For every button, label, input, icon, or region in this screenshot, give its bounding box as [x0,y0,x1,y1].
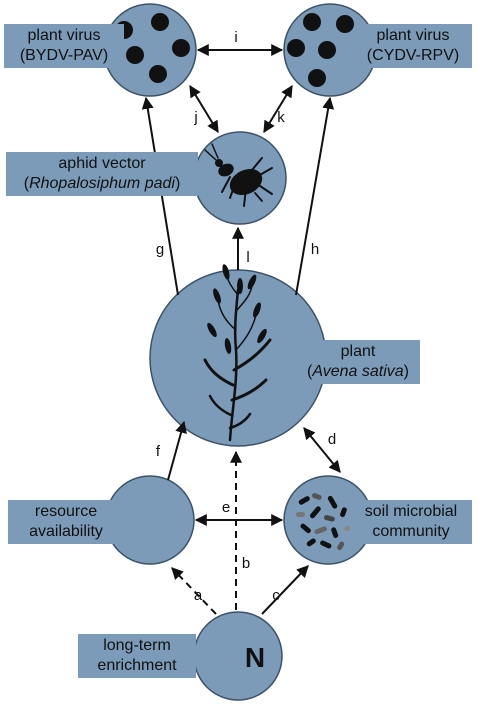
virus-pav-label: plant virus (BYDV-PAV) [4,24,124,68]
resource-label-line2: availability [29,523,103,540]
edge-j-arrow [189,84,219,134]
aphid-label-line1: aphid vector [58,155,146,172]
edge-c-arrow [261,565,309,615]
edge-i-label: i [234,29,237,46]
aphid-silhouette-icon [204,143,273,207]
edge-j-label: j [193,109,197,126]
microbe-cluster-icon [296,493,354,551]
edge-f-arrow [167,420,187,481]
edge-k-arrow [263,84,293,134]
virus-pav-label-line2: (BYDV-PAV) [19,47,109,64]
nitrogen-symbol: N [245,642,265,673]
edge-b-label: b [242,555,250,572]
edge-g-arrow [141,96,179,296]
aphid-species-name: Rhopalosiphum padi [29,175,175,192]
virus-rpv-label-line2: (CYDV-RPV) [366,47,460,64]
aphid-label-line2: (Rhopalosiphum padi) [12,174,192,194]
edge-l-label: l [246,249,249,266]
oat-plant-silhouette-icon [203,264,272,442]
aphid-label-paren-open: ( [23,175,30,192]
nitrogen-label: long-term enrichment [78,634,196,678]
plant-species-name: Avena sativa [312,363,404,380]
edge-h-arrow [295,96,335,296]
plant-label: plant (Avena sativa) [296,340,420,384]
nitrogen-label-line1: long-term [103,637,171,654]
edge-a-label: a [194,587,203,604]
soil-label-line2: community [372,523,450,540]
nitrogen-label-line2: enrichment [97,657,177,674]
virus-rpv-label: plant virus (CYDV-RPV) [354,24,472,68]
aphid-label: aphid vector (Rhopalosiphum padi) [6,152,198,196]
edge-d-label: d [328,431,336,448]
edge-f-label: f [156,443,161,460]
plant-label-paren-open: ( [307,363,313,380]
plant-label-line1: plant [340,343,376,360]
plant-label-line2: (Avena sativa) [302,362,414,382]
edge-a-arrow [171,567,217,615]
plant-label-paren-close: ) [403,363,409,380]
resource-label: resource availability [8,500,124,544]
aphid-label-paren-close: ) [174,175,181,192]
virus-pav-label-line1: plant virus [27,27,101,44]
edge-k-label: k [277,109,285,126]
edge-e-label: e [222,499,230,516]
soil-label-line1: soil microbial [364,503,458,520]
nitrogen-node [193,611,283,701]
edge-c-label: c [272,587,280,604]
virus-rpv-label-line1: plant virus [376,27,450,44]
edge-h-label: h [311,241,319,258]
edge-g-label: g [156,241,164,258]
edge-d-arrow [303,427,341,473]
virus-particles-icon [287,13,354,87]
soil-label: soil microbial community [350,500,472,544]
resource-label-line1: resource [34,503,98,520]
